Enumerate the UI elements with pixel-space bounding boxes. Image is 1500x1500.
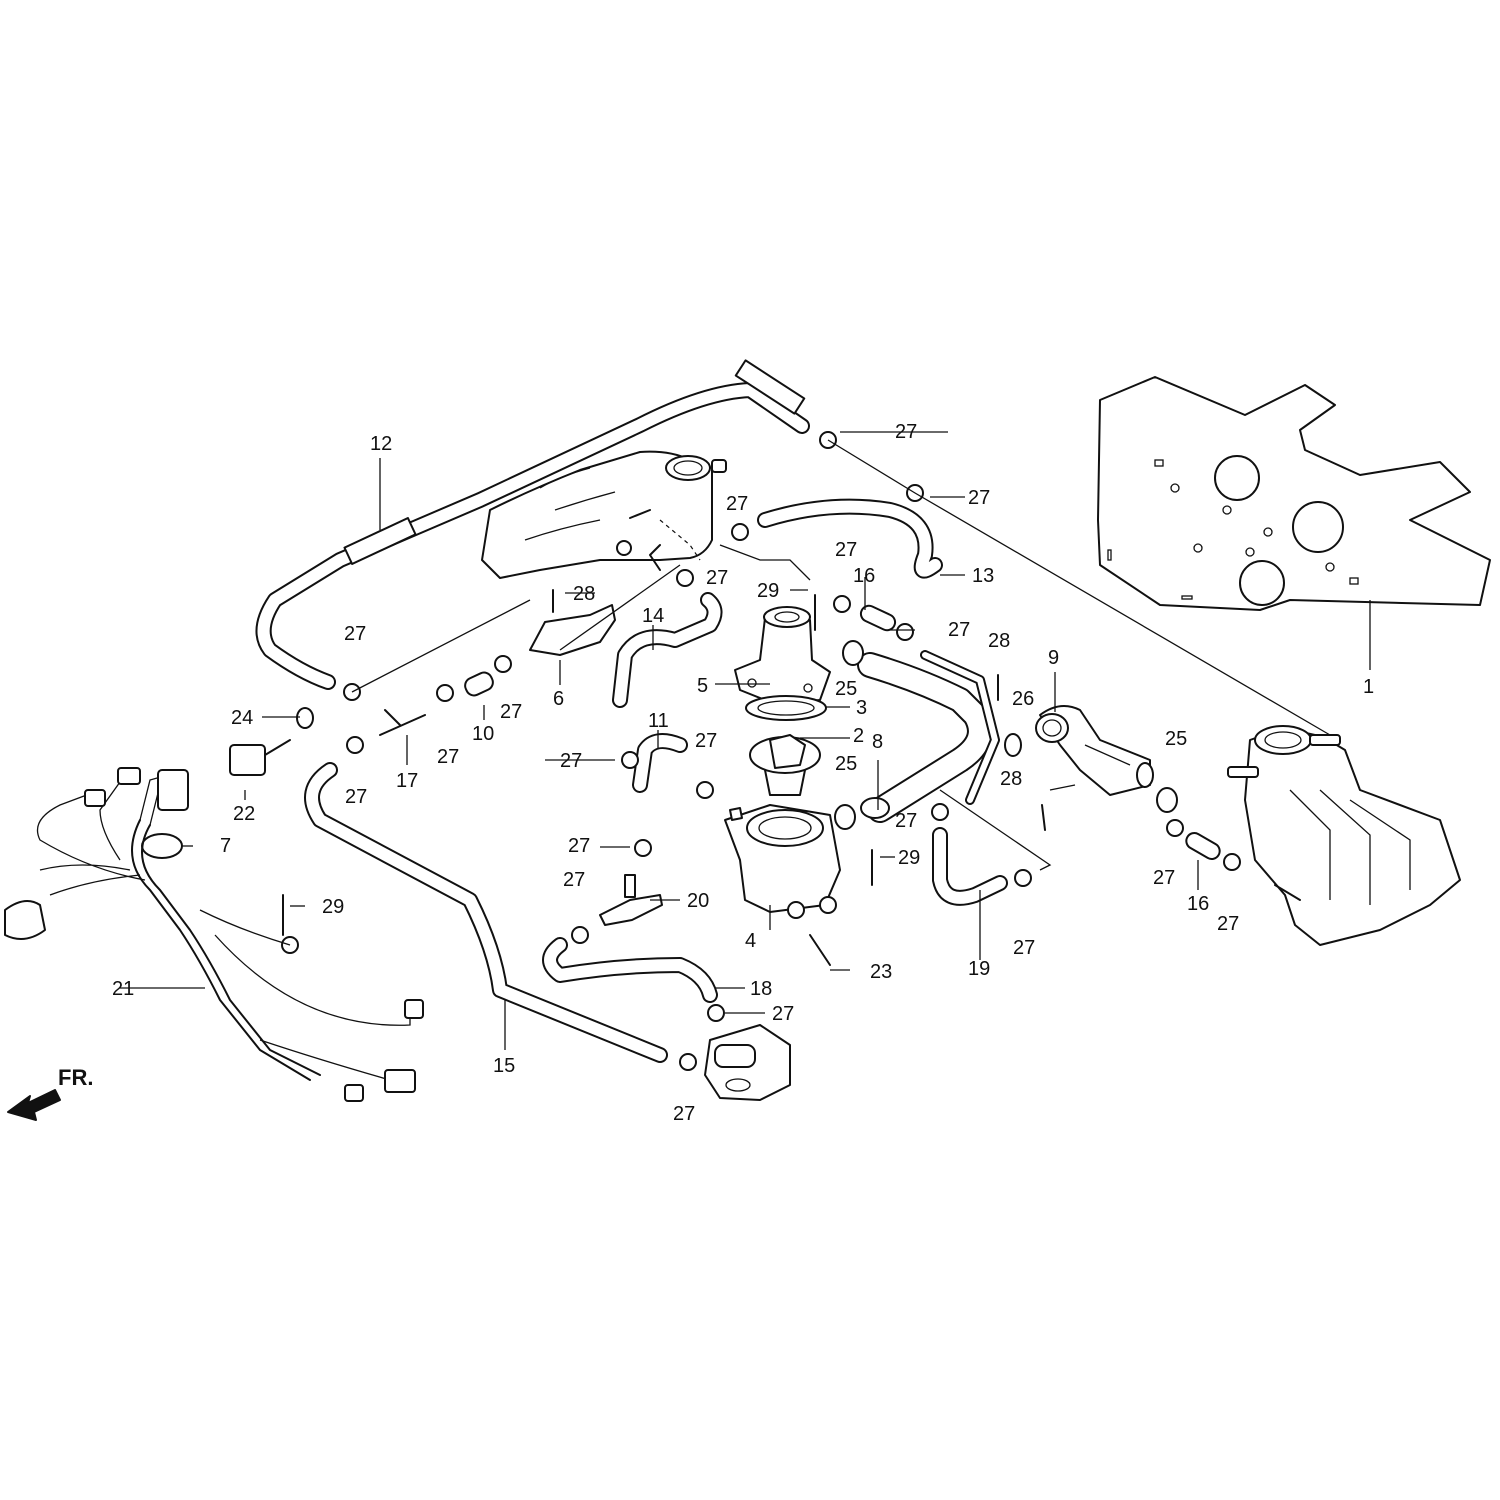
label-27g: 27 — [344, 623, 366, 645]
label-24: 24 — [231, 707, 253, 729]
label-26: 26 — [1012, 688, 1034, 710]
label-27d: 27 — [706, 567, 728, 589]
label-9: 9 — [1048, 647, 1059, 669]
label-13: 13 — [972, 565, 994, 587]
label-28c: 28 — [1000, 768, 1022, 790]
label-22: 22 — [233, 803, 255, 825]
label-20: 20 — [687, 890, 709, 912]
label-27f: 27 — [948, 619, 970, 641]
label-27r: 27 — [1013, 937, 1035, 959]
gasket-3 — [745, 695, 827, 721]
wiring-harness-21 — [4, 767, 424, 1102]
hose-clamps — [343, 431, 1241, 1071]
label-3: 3 — [856, 697, 867, 719]
small-parts — [141, 589, 1221, 966]
hose-18 — [542, 937, 718, 1003]
water-housing-9 — [1035, 705, 1154, 796]
leader-lines — [120, 431, 1371, 1050]
label-27t: 27 — [1217, 913, 1239, 935]
hose-11 — [632, 733, 688, 793]
label-27b: 27 — [968, 487, 990, 509]
label-14: 14 — [642, 605, 664, 627]
label-25c: 25 — [1165, 728, 1187, 750]
label-21: 21 — [112, 978, 134, 1000]
label-16a: 16 — [853, 565, 875, 587]
label-27e: 27 — [835, 539, 857, 561]
label-19: 19 — [968, 958, 990, 980]
gasket-plate — [1097, 376, 1491, 611]
label-11: 11 — [648, 710, 669, 732]
front-direction-label: FR. — [58, 1065, 93, 1090]
hose-14 — [612, 592, 723, 708]
label-5: 5 — [697, 675, 708, 697]
part-labels: 1 2 3 4 5 6 7 8 9 10 11 12 13 14 15 16 1… — [112, 421, 1374, 1125]
label-27j: 27 — [345, 786, 367, 808]
label-25b: 25 — [835, 753, 857, 775]
label-27l: 27 — [695, 730, 717, 752]
hose-13 — [757, 498, 943, 579]
label-12: 12 — [370, 433, 392, 455]
label-8: 8 — [872, 731, 883, 753]
thermostat-2 — [749, 734, 821, 796]
intake-manifold-lower — [1227, 725, 1461, 946]
label-17: 17 — [396, 770, 418, 792]
label-27h: 27 — [500, 701, 522, 723]
water-pump-cover — [704, 1024, 791, 1101]
label-27i: 27 — [437, 746, 459, 768]
label-15: 15 — [493, 1055, 515, 1077]
hose-12 — [255, 359, 810, 690]
label-2: 2 — [853, 725, 864, 747]
label-16b: 16 — [1187, 893, 1209, 915]
label-18: 18 — [750, 978, 772, 1000]
hose-15 — [304, 762, 668, 1063]
label-4: 4 — [745, 930, 756, 952]
label-25a: 25 — [835, 678, 857, 700]
label-29a: 29 — [757, 580, 779, 602]
label-29b: 29 — [898, 847, 920, 869]
label-28a: 28 — [573, 583, 595, 605]
label-7: 7 — [220, 835, 231, 857]
label-27o: 27 — [772, 1003, 794, 1025]
front-direction-indicator: FR. — [7, 1065, 93, 1121]
label-27q: 27 — [895, 810, 917, 832]
reference-lines — [351, 439, 1331, 871]
label-27a: 27 — [895, 421, 917, 443]
label-27c: 27 — [726, 493, 748, 515]
label-27n: 27 — [563, 869, 585, 891]
thermostat-cover-5 — [734, 606, 831, 705]
thermostat-housing-4 — [724, 804, 841, 919]
pipe-8 — [857, 650, 1000, 823]
hose-19 — [932, 827, 1008, 906]
label-27p: 27 — [673, 1103, 695, 1125]
label-27s: 27 — [1153, 867, 1175, 889]
label-27m: 27 — [568, 835, 590, 857]
intake-manifold-upper — [481, 450, 727, 579]
label-28b: 28 — [988, 630, 1010, 652]
label-27k: 27 — [560, 750, 582, 772]
label-23: 23 — [870, 961, 892, 983]
label-10: 10 — [472, 723, 494, 745]
label-29c: 29 — [322, 896, 344, 918]
label-6: 6 — [553, 688, 564, 710]
label-1: 1 — [1363, 676, 1374, 698]
